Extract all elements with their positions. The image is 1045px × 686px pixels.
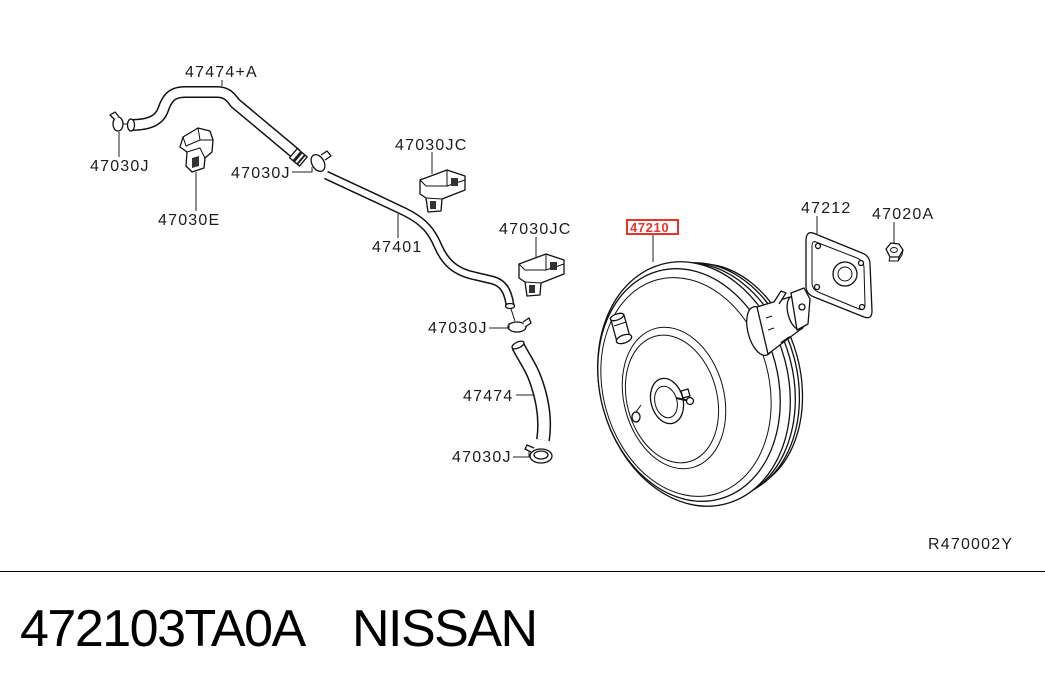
part-hose-upper: [126, 86, 308, 167]
part-clamp-left: [109, 111, 128, 132]
callout-clamp-upper: 47030J: [231, 165, 291, 182]
callout-hose-upper: 47474+A: [185, 64, 258, 81]
part-clip-lower: [518, 253, 565, 297]
callout-clip-lower: 47030JC: [499, 221, 571, 238]
diagram-reference-code: R470002Y: [928, 536, 1013, 553]
part-check-valve: [609, 312, 633, 345]
callout-clamp-middle: 47030J: [428, 320, 488, 337]
callout-booster: 47210: [630, 220, 669, 235]
part-clamp-upper: [310, 150, 332, 173]
part-hose-lower: [511, 340, 552, 442]
part-tube: [324, 170, 516, 310]
callout-hose-lower: 47474: [463, 388, 514, 405]
part-nut: [885, 242, 904, 262]
part-clip-upper: [419, 169, 466, 213]
footer-divider: [0, 571, 1045, 572]
footer-part-number: 472103TA0A: [20, 600, 306, 658]
part-push-rod: [746, 287, 811, 356]
leader-line: [513, 452, 530, 458]
callout-tube: 47401: [372, 239, 423, 256]
footer-brand: NISSAN: [352, 600, 538, 658]
part-clamp-middle: [507, 308, 532, 333]
leader-line: [489, 323, 510, 329]
callout-clamp-bottom: 47030J: [452, 449, 512, 466]
callout-clip-left: 47030E: [158, 212, 220, 229]
callout-clamp-left: 47030J: [90, 158, 150, 175]
part-gasket: [805, 232, 873, 319]
callout-highlight-box: [626, 219, 679, 235]
part-clamp-bottom: [524, 444, 553, 464]
callout-nut: 47020A: [872, 206, 934, 223]
callout-clip-upper: 47030JC: [395, 137, 467, 154]
callout-gasket: 47212: [801, 200, 852, 217]
part-clip-left: [179, 127, 214, 173]
part-brake-booster: [597, 261, 804, 507]
parts-diagram: 47474+A 47030J 47030E 47030J 47030JC 474…: [90, 64, 1013, 553]
leader-line: [292, 167, 313, 173]
